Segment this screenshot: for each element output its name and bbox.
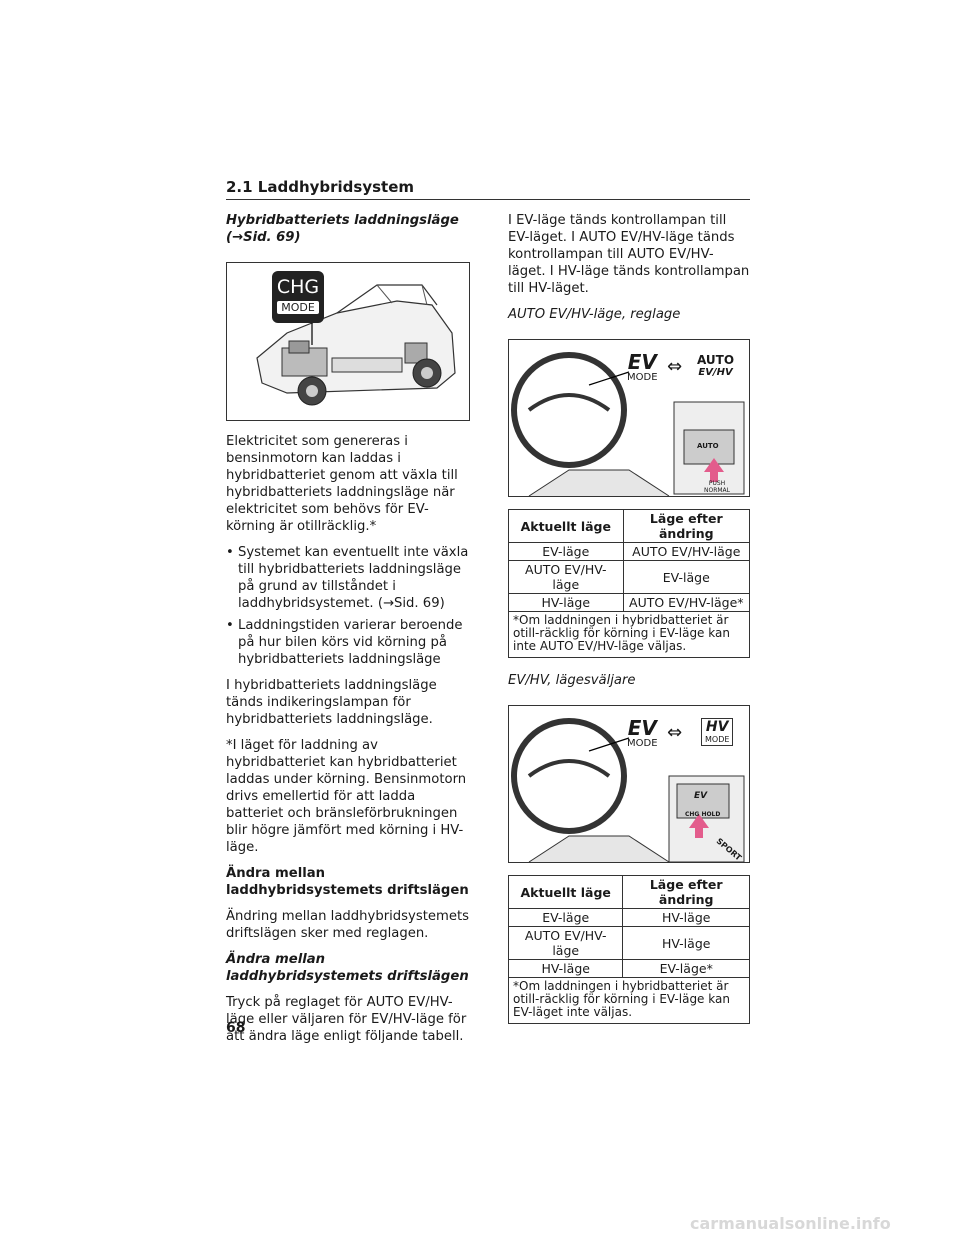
right-column: I EV-läge tänds kontrollampan till EV-lä…: [507, 212, 751, 1038]
auto-button-text: AUTO: [697, 442, 719, 450]
auto-ev-hv-switch-illustration: EV MODE ⇔ AUTO EV/HV AUTO PUSH NORMAL: [508, 339, 750, 497]
caption-ev-hv-selector: EV/HV, lägesväljare: [508, 673, 636, 688]
heading-change-modes: Ändra mellan laddhybridsystemets driftsl…: [226, 866, 469, 898]
watermark: carmanualsonline.info: [690, 1214, 891, 1233]
swap-arrow-icon: ⇔: [667, 356, 683, 377]
left-column: Hybridbatteriets laddningsläge (→Sid. 69…: [226, 212, 472, 1054]
table-header-cell: Läge efter ändring: [622, 875, 750, 909]
table-header-row: Aktuellt läge Läge efter ändring: [507, 875, 750, 909]
mode-table-1: Aktuellt läge Läge efter ändring EV-läge…: [508, 509, 751, 658]
table-cell: HV-läge: [508, 593, 624, 612]
ev-mode-label: EV MODE: [627, 718, 658, 749]
ev-button-text: EV: [694, 791, 708, 801]
bullet-item: Laddningstiden varierar beroende på hur …: [226, 617, 472, 668]
hv-mode-text: MODE: [705, 735, 730, 744]
table-cell: EV-läge*: [622, 959, 750, 978]
mode-text: MODE: [627, 372, 658, 383]
table-row: AUTO EV/HV-läge EV-läge: [508, 560, 751, 594]
auto-evhv-label: AUTO EV/HV: [697, 353, 735, 379]
table-note: *Om laddningen i hybridbatteriet är otil…: [508, 977, 750, 1024]
table-header-cell: Läge efter ändring: [622, 509, 751, 543]
table-cell: EV-läge: [622, 560, 751, 594]
para-electricity: Elektricitet som genereras i bensinmotor…: [226, 434, 458, 534]
table-row: EV-läge AUTO EV/HV-läge: [508, 542, 751, 561]
push-button-label: PUSH NORMAL: [704, 480, 730, 494]
dashboard-drawing-2: [511, 718, 745, 863]
ev-mode-label: EV MODE: [627, 352, 658, 383]
ev-hv-selector-illustration: EV MODE ⇔ HV MODE EV CHG HOLD SPORT: [508, 705, 750, 863]
badge-chg-text: CHG: [276, 276, 320, 298]
table-cell: HV-läge: [622, 926, 750, 960]
chg-hold-text: CHG HOLD: [685, 811, 721, 818]
ev-logo-text: EV: [627, 350, 657, 374]
table-cell: HV-läge: [622, 908, 750, 927]
hv-mode-label: HV MODE: [701, 718, 734, 746]
hv-logo-text: HV: [705, 719, 729, 735]
table-row: AUTO EV/HV-läge HV-läge: [507, 926, 750, 960]
car-drawing: [256, 284, 456, 406]
table-cell: AUTO EV/HV-läge: [622, 542, 751, 561]
mode-table-2: Aktuellt läge Läge efter ändring EV-läge…: [507, 875, 750, 1024]
auto-text: AUTO: [697, 353, 735, 367]
mode-text: MODE: [627, 738, 658, 749]
para-indicator-lamps: I EV-läge tänds kontrollampan till EV-lä…: [508, 213, 750, 296]
table-header-cell: Aktuellt läge: [507, 875, 624, 909]
evhv-text: EV/HV: [698, 367, 733, 378]
table-note-row: *Om laddningen i hybridbatteriet är otil…: [508, 611, 750, 658]
normal-text: NORMAL: [704, 487, 731, 494]
table-note: *Om laddningen i hybridbatteriet är otil…: [508, 611, 750, 658]
para-footnote: *I läget för laddning av hybridbatteriet…: [226, 738, 467, 855]
ev-logo-text: EV: [627, 716, 657, 740]
table-cell: HV-läge: [507, 959, 624, 978]
table-cell: AUTO EV/HV-läge*: [622, 593, 751, 612]
table-row: EV-läge HV-läge: [507, 908, 750, 927]
table-cell: AUTO EV/HV-läge: [508, 560, 624, 594]
bullet-list: Systemet kan eventuellt inte växla till …: [226, 544, 472, 668]
para-press-switch: Tryck på reglaget för AUTO EV/HV-läge el…: [226, 995, 467, 1044]
caption-auto-switch: AUTO EV/HV-läge, reglage: [508, 307, 681, 322]
section-title: 2.1 Laddhybridsystem: [226, 178, 415, 196]
para-indicator: I hybridbatteriets laddningsläge tänds i…: [226, 678, 437, 727]
page-number: 68: [226, 1020, 246, 1036]
table-header-row: Aktuellt läge Läge efter ändring: [508, 509, 751, 543]
badge-mode-text: MODE: [277, 301, 319, 314]
chg-mode-badge: CHG MODE: [272, 271, 324, 323]
dashboard-drawing-1: [511, 352, 745, 497]
table-cell: EV-läge: [507, 908, 624, 927]
table-row: HV-läge EV-läge*: [507, 959, 750, 978]
table-note-row: *Om laddningen i hybridbatteriet är otil…: [508, 977, 750, 1024]
push-text: PUSH: [708, 480, 726, 487]
table-row: HV-läge AUTO EV/HV-läge*: [508, 593, 751, 612]
table-cell: EV-läge: [508, 542, 624, 561]
section-divider: [226, 199, 750, 200]
car-illustration: CHG MODE: [226, 262, 470, 421]
table-header-cell: Aktuellt läge: [508, 509, 624, 543]
subheading-change-modes: Ändra mellan laddhybridsystemets driftsl…: [226, 952, 469, 984]
table-cell: AUTO EV/HV-läge: [507, 926, 624, 960]
heading-battery-charge-mode: Hybridbatteriets laddningsläge (→Sid. 69…: [226, 213, 459, 245]
bullet-item: Systemet kan eventuellt inte växla till …: [226, 544, 472, 612]
para-change-switches: Ändring mellan laddhybridsystemets drift…: [226, 909, 469, 941]
swap-arrow-icon: ⇔: [667, 722, 683, 743]
